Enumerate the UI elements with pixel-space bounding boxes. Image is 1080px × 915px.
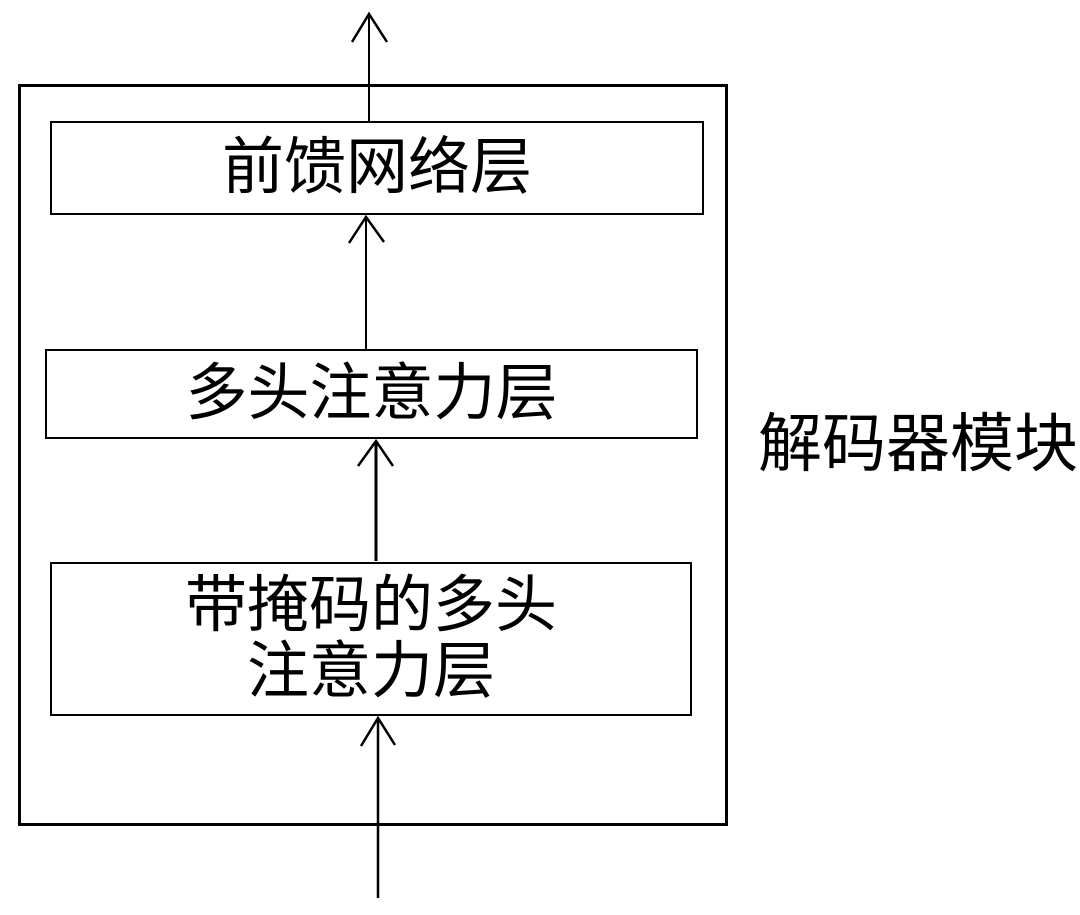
box-feed-forward-layer: 前馈网络层 bbox=[50, 121, 704, 215]
feed-forward-layer-label: 前馈网络层 bbox=[221, 133, 532, 203]
box-masked-multi-head-attention-layer: 带掩码的多头 注意力层 bbox=[50, 562, 692, 716]
box-multi-head-attention-layer: 多头注意力层 bbox=[45, 349, 698, 439]
decoder-module-outline bbox=[18, 84, 728, 826]
multi-head-attention-layer-label: 多头注意力层 bbox=[185, 359, 558, 429]
decoder-module-label: 解码器模块 bbox=[758, 408, 1078, 480]
output-up-arrow-head bbox=[350, 11, 389, 43]
masked-multi-head-attention-layer-label: 带掩码的多头 注意力层 bbox=[184, 571, 557, 706]
